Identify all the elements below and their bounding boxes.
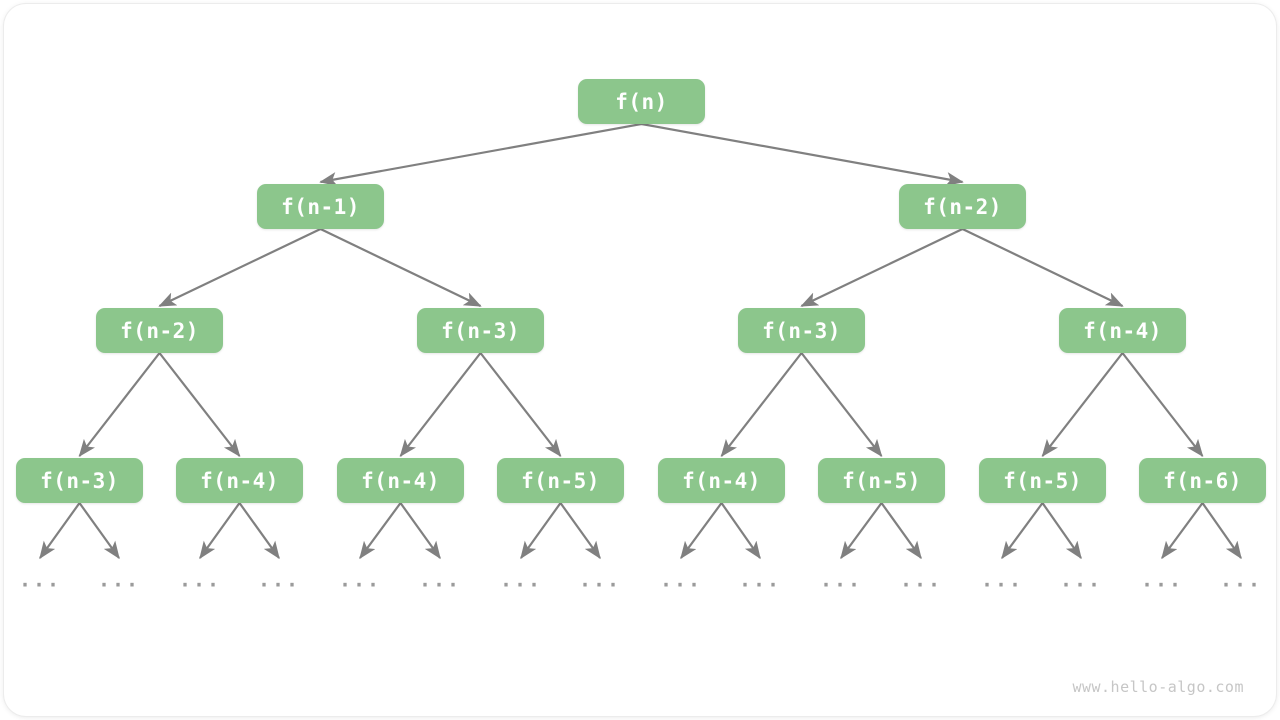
- edge-n4-to-n9: [399, 352, 482, 458]
- tree-node-n14[interactable]: f(n-6): [1139, 458, 1266, 503]
- tree-node-label: f(n-4): [682, 468, 761, 493]
- tree-node-n9[interactable]: f(n-4): [337, 458, 464, 503]
- edge-n6-to-n13: [1041, 352, 1124, 458]
- tree-node-n8[interactable]: f(n-4): [176, 458, 303, 503]
- tree-node-n1[interactable]: f(n-1): [257, 184, 384, 229]
- tree-node-label: f(n-3): [40, 468, 119, 493]
- tree-node-label: f(n-3): [441, 318, 520, 343]
- tree-node-label: f(n-4): [1083, 318, 1162, 343]
- leaf-edge-n9-5: [399, 502, 441, 560]
- tree-node-label: f(n-4): [200, 468, 279, 493]
- leaf-edge-n10-6: [520, 502, 562, 560]
- ellipsis-leaf-13: ···: [1059, 573, 1103, 597]
- leaf-edge-n14-15: [1201, 502, 1242, 560]
- edge-group: [78, 122, 1204, 458]
- tree-node-label: f(n-5): [521, 468, 600, 493]
- ellipsis-leaf-0: ···: [18, 573, 62, 597]
- tree-node-n4[interactable]: f(n-3): [417, 308, 544, 353]
- edge-n0-to-n1: [319, 122, 642, 187]
- ellipsis-leaf-8: ···: [659, 573, 703, 597]
- tree-node-label: f(n-6): [1163, 468, 1242, 493]
- ellipsis-leaf-2: ···: [178, 573, 222, 597]
- leaf-edge-n11-9: [720, 502, 761, 560]
- tree-node-n5[interactable]: f(n-3): [738, 308, 865, 353]
- ellipsis-leaf-15: ···: [1219, 573, 1263, 597]
- tree-node-n12[interactable]: f(n-5): [818, 458, 945, 503]
- ellipsis-leaf-3: ···: [257, 573, 301, 597]
- edge-n4-to-n10: [479, 352, 562, 458]
- edge-n3-to-n8: [158, 352, 241, 458]
- ellipsis-leaf-14: ···: [1140, 573, 1184, 597]
- leaf-edge-n7-1: [78, 502, 120, 560]
- ellipsis-leaf-4: ···: [338, 573, 382, 597]
- tree-node-n10[interactable]: f(n-5): [497, 458, 624, 503]
- leaf-edge-n7-0: [39, 502, 81, 560]
- tree-node-label: f(n-3): [762, 318, 841, 343]
- tree-node-label: f(n-4): [361, 468, 440, 493]
- edge-n3-to-n7: [78, 352, 161, 458]
- tree-node-label: f(n-5): [842, 468, 921, 493]
- leaf-edge-n8-2: [199, 502, 241, 560]
- leaf-edge-n12-10: [840, 502, 883, 560]
- watermark-label: www.hello-algo.com: [1072, 678, 1244, 696]
- edge-n0-to-n2: [641, 122, 964, 187]
- leaf-edge-n11-8: [680, 502, 723, 560]
- leaf-edge-n12-11: [880, 502, 922, 560]
- leaf-edge-group: [39, 502, 1242, 560]
- ellipsis-leaf-10: ···: [819, 573, 863, 597]
- edge-n2-to-n5: [800, 228, 963, 307]
- tree-node-label: f(n-2): [923, 194, 1002, 219]
- leaf-edge-n13-13: [1041, 502, 1082, 560]
- tree-node-n2[interactable]: f(n-2): [899, 184, 1026, 229]
- edge-n1-to-n4: [320, 228, 482, 307]
- ellipsis-leaf-11: ···: [899, 573, 943, 597]
- edge-n6-to-n14: [1121, 352, 1204, 458]
- leaf-edge-n13-12: [1001, 502, 1044, 560]
- tree-node-n7[interactable]: f(n-3): [16, 458, 143, 503]
- edge-n2-to-n6: [962, 228, 1124, 307]
- ellipsis-leaf-9: ···: [738, 573, 782, 597]
- tree-node-label: f(n-1): [281, 194, 360, 219]
- ellipsis-leaf-6: ···: [499, 573, 543, 597]
- tree-node-n6[interactable]: f(n-4): [1059, 308, 1186, 353]
- edge-n5-to-n12: [800, 352, 883, 458]
- leaf-edge-n10-7: [559, 502, 601, 560]
- tree-node-label: f(n): [615, 89, 668, 114]
- ellipsis-leaf-5: ···: [418, 573, 462, 597]
- ellipsis-leaf-1: ···: [97, 573, 141, 597]
- tree-node-n0[interactable]: f(n): [578, 79, 705, 124]
- leaf-edge-n14-14: [1161, 502, 1204, 560]
- tree-node-label: f(n-2): [120, 318, 199, 343]
- leaf-edge-n8-3: [238, 502, 280, 560]
- tree-node-n3[interactable]: f(n-2): [96, 308, 223, 353]
- edge-n5-to-n11: [720, 352, 803, 458]
- tree-node-n11[interactable]: f(n-4): [658, 458, 785, 503]
- tree-node-label: f(n-5): [1003, 468, 1082, 493]
- tree-node-n13[interactable]: f(n-5): [979, 458, 1106, 503]
- ellipsis-leaf-12: ···: [980, 573, 1024, 597]
- ellipsis-leaf-7: ···: [578, 573, 622, 597]
- edge-n1-to-n3: [158, 228, 321, 307]
- leaf-edge-n9-4: [359, 502, 402, 560]
